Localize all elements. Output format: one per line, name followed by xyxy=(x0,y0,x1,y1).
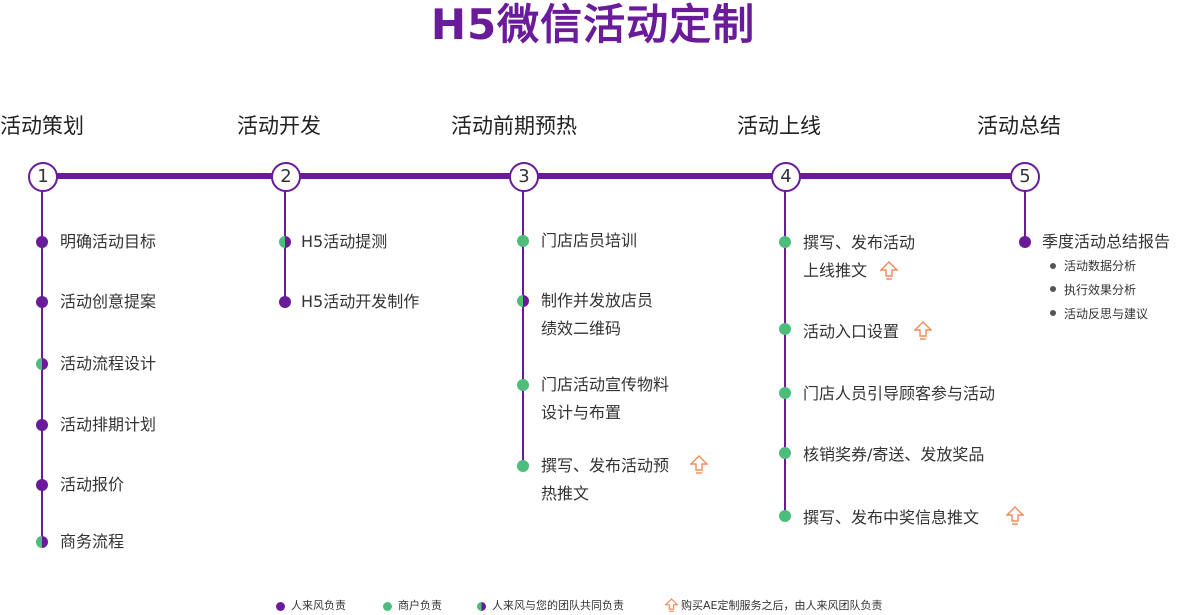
step-node-1: 1 xyxy=(28,162,58,192)
purple-responsibility-dot xyxy=(36,419,48,431)
green-responsibility-dot xyxy=(517,235,529,247)
legend-green-dot xyxy=(383,602,392,611)
shared-responsibility-dot xyxy=(36,536,48,548)
legend-shared-dot xyxy=(477,602,486,611)
legend-arrow-icon xyxy=(665,598,678,612)
legend-purple-dot xyxy=(276,602,285,611)
task-item: 活动入口设置 xyxy=(803,322,900,341)
task-item: 活动创意提案 xyxy=(60,292,157,311)
task-item: H5活动开发制作 xyxy=(301,292,420,311)
purple-responsibility-dot xyxy=(36,236,48,248)
green-responsibility-dot xyxy=(779,510,791,522)
task-item-line2: 上线推文 xyxy=(803,261,868,280)
shared-responsibility-dot xyxy=(517,295,529,307)
task-item-line2: 绩效二维码 xyxy=(541,319,622,338)
sub-task-item: 活动数据分析 xyxy=(1064,259,1137,273)
task-item-line2: 热推文 xyxy=(541,484,590,503)
step-node-4: 4 xyxy=(771,162,801,192)
task-item: 门店店员培训 xyxy=(541,231,638,250)
sub-task-item: 执行效果分析 xyxy=(1064,283,1137,297)
legend-shared-label: 人来风与您的团队共同负责 xyxy=(492,599,624,612)
upgrade-arrow-icon xyxy=(880,261,898,280)
column-3-connector xyxy=(522,190,524,466)
bullet-dot xyxy=(1050,286,1056,292)
phase-label-launch: 活动上线 xyxy=(737,114,821,138)
upgrade-arrow-icon xyxy=(914,321,932,340)
task-item: 核销奖券/寄送、发放奖品 xyxy=(803,445,985,464)
phase-label-planning: 活动策划 xyxy=(0,114,84,138)
phase-label-preheat: 活动前期预热 xyxy=(451,114,577,138)
task-item: 明确活动目标 xyxy=(60,232,157,251)
bullet-dot xyxy=(1050,310,1056,316)
shared-responsibility-dot xyxy=(279,236,291,248)
upgrade-arrow-icon xyxy=(690,455,708,474)
task-item: 活动流程设计 xyxy=(60,354,157,373)
shared-responsibility-dot xyxy=(36,358,48,370)
column-4-connector xyxy=(784,190,786,516)
purple-responsibility-dot xyxy=(279,296,291,308)
task-item-line1: 门店活动宣传物料 xyxy=(541,375,670,394)
task-item-line2: 设计与布置 xyxy=(541,403,622,422)
phase-label-development: 活动开发 xyxy=(237,114,321,138)
page-title: H5微信活动定制 xyxy=(430,0,756,49)
legend-purple-label: 人来风负责 xyxy=(291,599,346,612)
task-item: 季度活动总结报告 xyxy=(1042,232,1171,251)
step-node-3: 3 xyxy=(509,162,539,192)
upgrade-arrow-icon xyxy=(1006,506,1024,525)
legend-arrow-label: 购买AE定制服务之后，由人来风团队负责 xyxy=(681,599,883,612)
step-node-2: 2 xyxy=(271,162,301,192)
task-item: 撰写、发布中奖信息推文 xyxy=(803,508,980,527)
bullet-dot xyxy=(1050,263,1056,269)
task-item: 门店人员引导顾客参与活动 xyxy=(803,384,996,403)
task-item-line1: 制作并发放店员 xyxy=(541,291,654,310)
column-5-connector xyxy=(1024,190,1026,242)
task-item: 活动报价 xyxy=(60,475,125,494)
green-responsibility-dot xyxy=(779,387,791,399)
step-node-5: 5 xyxy=(1010,162,1040,192)
purple-responsibility-dot xyxy=(36,479,48,491)
green-responsibility-dot xyxy=(779,447,791,459)
purple-responsibility-dot xyxy=(36,296,48,308)
green-responsibility-dot xyxy=(517,460,529,472)
task-item: 活动排期计划 xyxy=(60,415,157,434)
task-item: 商务流程 xyxy=(60,532,125,551)
purple-responsibility-dot xyxy=(1019,236,1031,248)
legend-green-label: 商户负责 xyxy=(398,599,442,612)
task-item: H5活动提测 xyxy=(301,232,388,251)
phase-label-summary: 活动总结 xyxy=(977,114,1061,138)
task-item-line1: 撰写、发布活动预 xyxy=(541,456,670,475)
green-responsibility-dot xyxy=(517,379,529,391)
sub-task-item: 活动反思与建议 xyxy=(1064,307,1149,321)
task-item-line1: 撰写、发布活动 xyxy=(803,233,916,252)
green-responsibility-dot xyxy=(779,323,791,335)
green-responsibility-dot xyxy=(779,236,791,248)
